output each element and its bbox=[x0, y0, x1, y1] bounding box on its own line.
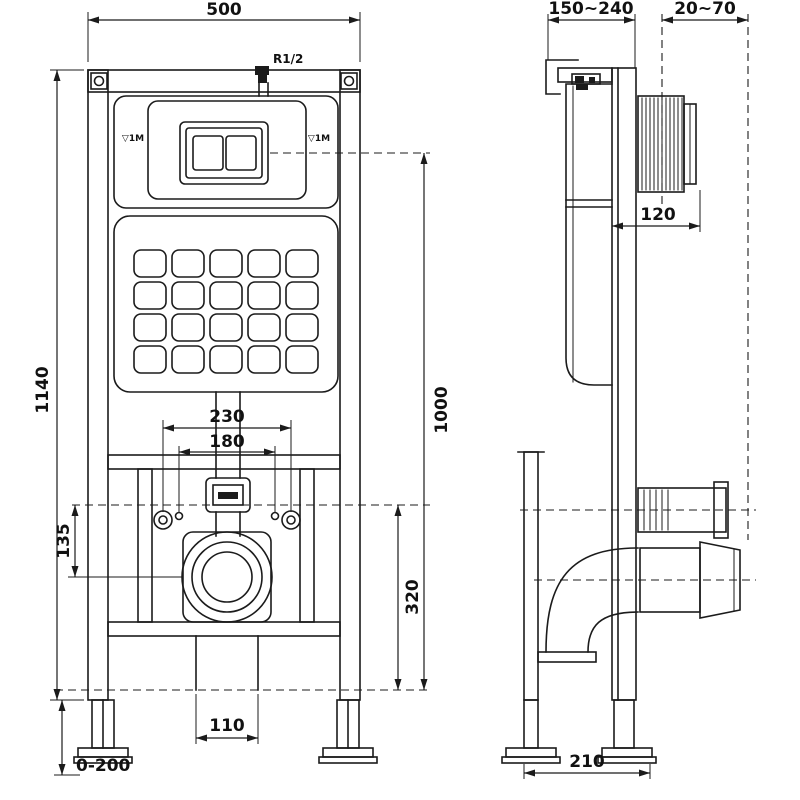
side-centerlines bbox=[520, 14, 756, 581]
dim-sleeve-depth-label: 120 bbox=[640, 205, 676, 225]
dim-foot-adjustment-label: 0-200 bbox=[76, 756, 131, 776]
water-level-mark-left: ▽1M bbox=[122, 134, 144, 144]
side-frame-linework bbox=[501, 59, 741, 764]
dim-bolt-spacing-outer-label: 230 bbox=[209, 407, 245, 427]
side-dimension-labels: 150~240 20~70 120 210 bbox=[548, 0, 736, 772]
dim-frame-height-label: 1140 bbox=[33, 366, 53, 413]
front-dimensions bbox=[50, 12, 428, 776]
water-level-mark-right: ▽1M bbox=[308, 134, 330, 144]
dim-drain-duct-width-label: 110 bbox=[209, 716, 245, 736]
dim-actuator-height-label: 1000 bbox=[432, 386, 452, 433]
front-centerlines bbox=[55, 152, 430, 691]
side-view: 150~240 20~70 120 210 bbox=[501, 0, 756, 779]
front-frame-linework bbox=[73, 66, 378, 764]
dim-supply-to-drain-label: 135 bbox=[54, 523, 74, 559]
dim-frame-depth-range-label: 150~240 bbox=[548, 0, 633, 19]
water-inlet-label: R1/2 bbox=[273, 52, 303, 66]
dim-front-width-label: 500 bbox=[206, 0, 242, 20]
front-dimension-labels: 500 1140 1000 230 180 135 320 110 0-200 … bbox=[33, 0, 452, 776]
dim-bolt-spacing-inner-label: 180 bbox=[209, 432, 245, 452]
dim-plate-clearance-label: 20~70 bbox=[674, 0, 736, 19]
side-dimensions bbox=[523, 14, 748, 779]
dim-base-depth-label: 210 bbox=[569, 752, 605, 772]
front-view: 500 1140 1000 230 180 135 320 110 0-200 … bbox=[33, 0, 452, 776]
dim-supply-height-label: 320 bbox=[403, 579, 423, 615]
